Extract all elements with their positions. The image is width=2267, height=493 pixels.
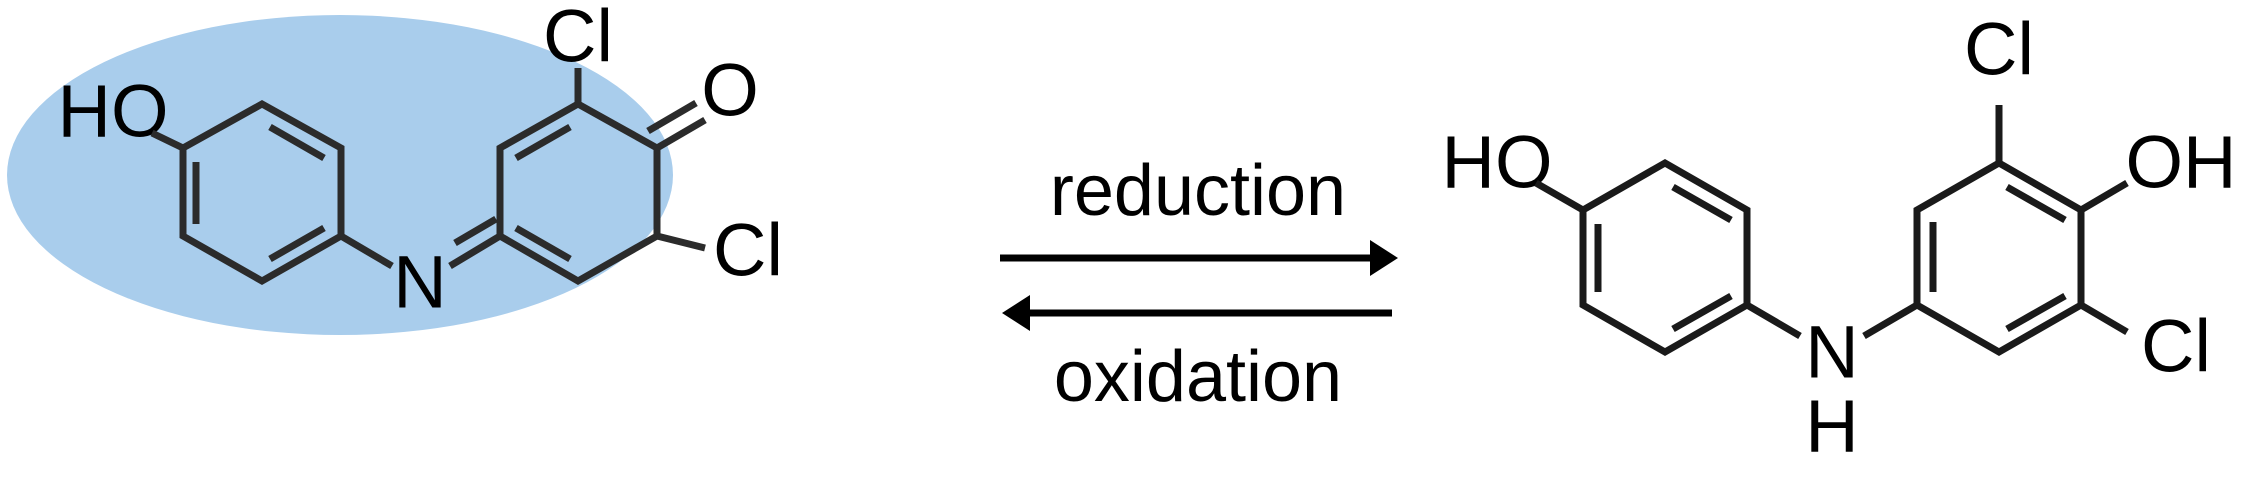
forward-arrow-head bbox=[1370, 240, 1398, 276]
atom-label-Cl-bottom-left-structure: Cl bbox=[713, 209, 783, 292]
reaction-label-reduction: reduction bbox=[1050, 151, 1346, 231]
bond-ringB-to-O-b bbox=[646, 99, 698, 135]
bond-ringD-to-OH bbox=[2079, 179, 2129, 214]
reaction-arrows-group: reduction oxidation bbox=[1000, 151, 1398, 417]
atom-label-Cl-bottom-right-structure: Cl bbox=[2141, 305, 2211, 388]
atom-label-N-imine: N bbox=[393, 241, 446, 324]
bond-NH-to-ringD bbox=[1862, 301, 1919, 340]
reaction-label-oxidation: oxidation bbox=[1054, 337, 1342, 417]
bond-ringB-to-Cl-bottom bbox=[656, 232, 706, 252]
atom-label-OH-right: OH bbox=[2126, 121, 2237, 204]
ring-D-double-bond-2 bbox=[2005, 183, 2067, 224]
bond-HO-to-ringA bbox=[150, 129, 185, 152]
bond-ringC-to-NH bbox=[1745, 301, 1802, 340]
atom-label-O-carbonyl: O bbox=[701, 49, 759, 132]
ring-C-hexagon bbox=[1579, 158, 1751, 357]
atom-label-Cl-top-left-structure: Cl bbox=[543, 0, 613, 78]
atom-label-N-amine: N bbox=[1805, 311, 1858, 394]
ring-B-double-bond-2 bbox=[514, 224, 572, 263]
bond-N-to-ringB-b bbox=[453, 215, 498, 247]
reverse-arrow-head bbox=[1002, 295, 1030, 331]
atom-label-H-amine: H bbox=[1805, 385, 1858, 468]
atom-label-HO-left: HO bbox=[58, 70, 169, 153]
atom-label-Cl-top-right-structure: Cl bbox=[1964, 8, 2034, 91]
ring-B-double-bond-1 bbox=[514, 123, 572, 162]
reduced-form-structure: HO N H Cl bbox=[1442, 8, 2237, 468]
oxidized-form-structure: HO N Cl bbox=[58, 0, 783, 324]
bond-ringA-to-N bbox=[339, 232, 394, 270]
ring-D-double-bond-3 bbox=[2005, 292, 2067, 333]
ring-C-double-bond-2 bbox=[1671, 183, 1733, 224]
ring-C-double-bond-3 bbox=[1671, 292, 1733, 333]
ring-D-hexagon bbox=[1913, 158, 2085, 357]
bond-HO-to-ringC bbox=[1534, 179, 1585, 214]
bond-ringB-to-O-a bbox=[655, 116, 707, 152]
ring-A-double-bond-3 bbox=[268, 224, 326, 263]
ring-A-double-bond-2 bbox=[268, 123, 326, 162]
atom-label-HO-right: HO bbox=[1442, 121, 1553, 204]
bond-ringD-to-Cl-bottom bbox=[2079, 301, 2129, 336]
bond-N-to-ringB-a bbox=[448, 232, 502, 270]
